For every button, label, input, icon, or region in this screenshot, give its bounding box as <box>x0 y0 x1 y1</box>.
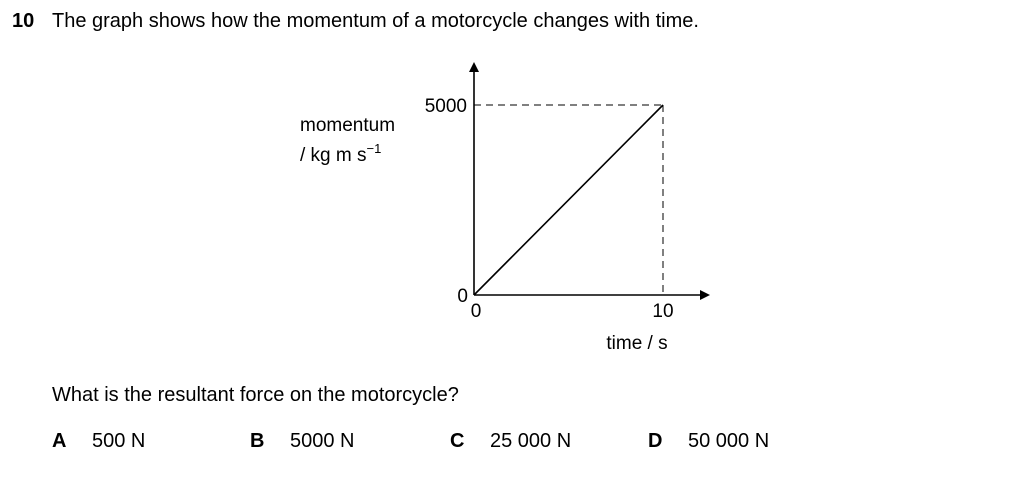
option-letter: C <box>450 430 465 452</box>
option-text: 5000 N <box>290 430 355 452</box>
momentum-series-line <box>473 104 664 296</box>
option-a[interactable]: A 500 N <box>52 430 145 453</box>
answer-options: A 500 N B 5000 N C 25 000 N D 50 000 N <box>0 430 1024 460</box>
y-tick-label-zero: 0 <box>457 286 468 307</box>
x-axis-label: time / s <box>606 333 667 354</box>
y-axis-label: momentum <box>300 115 395 136</box>
y-axis-unit-label: / kg m s−1 <box>300 141 381 166</box>
option-letter: A <box>52 430 67 452</box>
option-text: 500 N <box>92 430 146 452</box>
question-number: 10 <box>12 10 35 32</box>
option-text: 50 000 N <box>688 430 770 452</box>
question-stem: The graph shows how the momentum of a mo… <box>52 10 699 32</box>
option-d[interactable]: D 50 000 N <box>648 430 769 453</box>
y-tick-label-max: 5000 <box>425 96 467 117</box>
option-b[interactable]: B 5000 N <box>250 430 355 453</box>
question-prompt: What is the resultant force on the motor… <box>52 384 459 406</box>
momentum-time-graph: 5000 0 0 10 momentum / kg m s−1 time / s <box>300 62 710 354</box>
y-axis-unit-text: / kg m s <box>300 145 367 166</box>
x-tick-label-max: 10 <box>652 301 673 322</box>
option-letter: B <box>250 430 265 452</box>
option-text: 25 000 N <box>490 430 572 452</box>
option-letter: D <box>648 430 663 452</box>
y-axis-unit-superscript: −1 <box>367 141 382 156</box>
x-tick-label-zero: 0 <box>471 301 482 322</box>
option-c[interactable]: C 25 000 N <box>450 430 571 453</box>
